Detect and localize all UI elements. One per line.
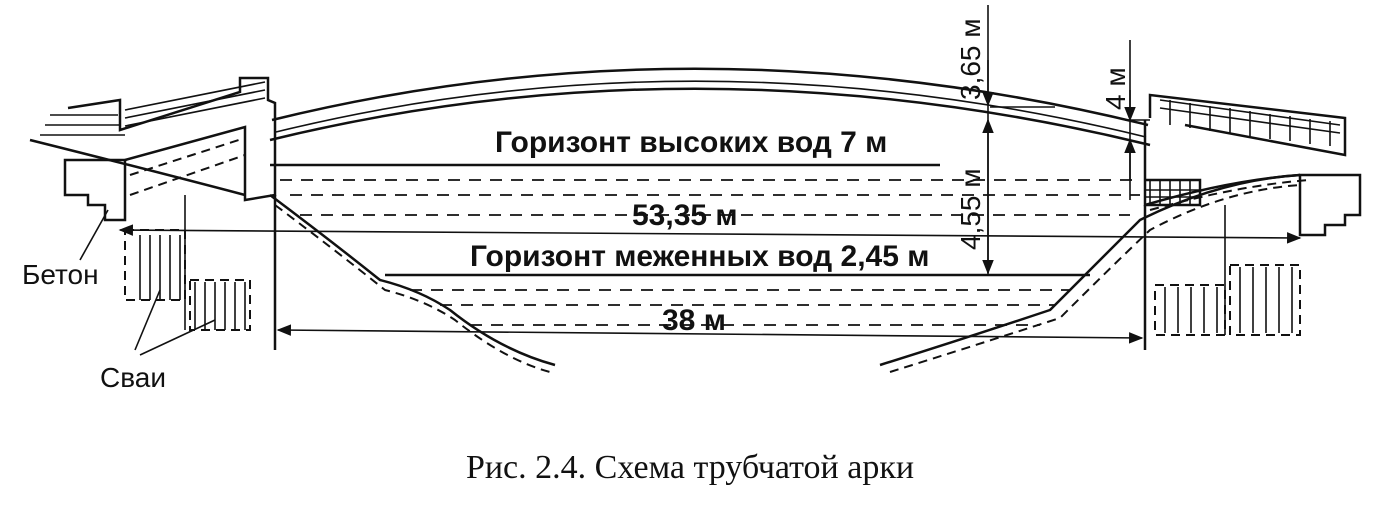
top-height-label: 3,65 м <box>955 18 986 100</box>
water-height-label: 4,55 м <box>955 168 986 250</box>
high-water-label: Горизонт высоких вод 7 м <box>495 126 887 159</box>
figure-caption: Рис. 2.4. Схема трубчатой арки <box>466 449 914 486</box>
right-height-label: 4 м <box>1100 67 1131 110</box>
right-abutment <box>1143 93 1362 350</box>
piles-right <box>1154 264 1301 336</box>
total-span-label: 53,35 м <box>632 199 738 232</box>
left-abutment <box>29 76 277 350</box>
dimension-lines <box>118 5 1302 344</box>
inner-span-label: 38 м <box>662 304 726 337</box>
arch <box>269 67 1151 147</box>
piles-left <box>124 229 251 331</box>
piles-label: Сваи <box>100 362 166 393</box>
low-water-label: Горизонт меженных вод 2,45 м <box>470 240 929 273</box>
leader-lines <box>79 209 216 356</box>
concrete-label: Бетон <box>22 259 99 290</box>
